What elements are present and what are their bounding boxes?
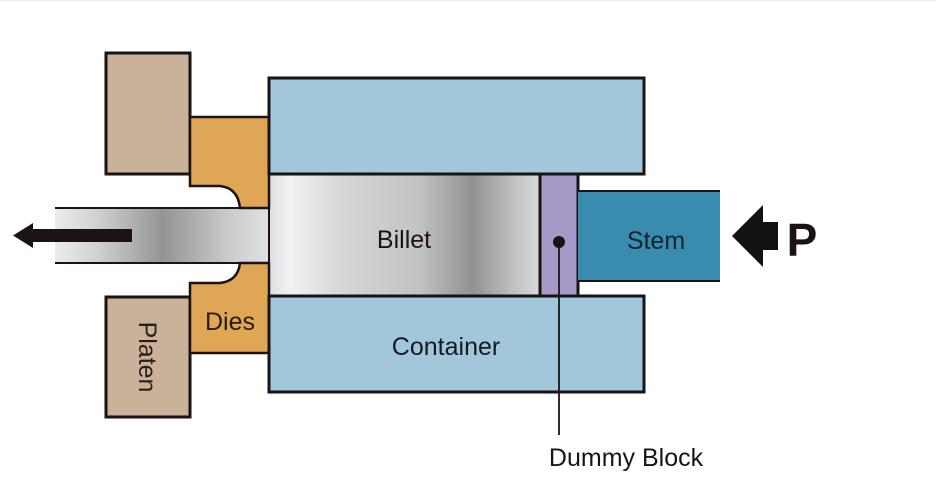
dummy-block-label: Dummy Block	[549, 444, 704, 472]
platen-bottom	[104, 295, 192, 419]
dummy-block-leader	[553, 236, 565, 435]
stem	[578, 190, 720, 282]
top-border	[0, 0, 936, 1]
stem-label: Stem	[627, 227, 685, 255]
pressure-arrow-icon	[732, 205, 778, 267]
dies-bottom	[188, 261, 271, 355]
pressure-label: P	[787, 214, 818, 266]
dies-top	[188, 115, 271, 210]
dies-label: Dies	[205, 308, 255, 336]
billet-label: Billet	[377, 226, 431, 254]
container-top	[267, 76, 646, 176]
container-label: Container	[392, 333, 500, 361]
platen-label: Platen	[133, 322, 161, 393]
platen-top	[104, 51, 192, 176]
billet	[268, 173, 541, 297]
container-bottom	[267, 294, 646, 394]
extrusion-arrow-icon	[13, 223, 132, 248]
